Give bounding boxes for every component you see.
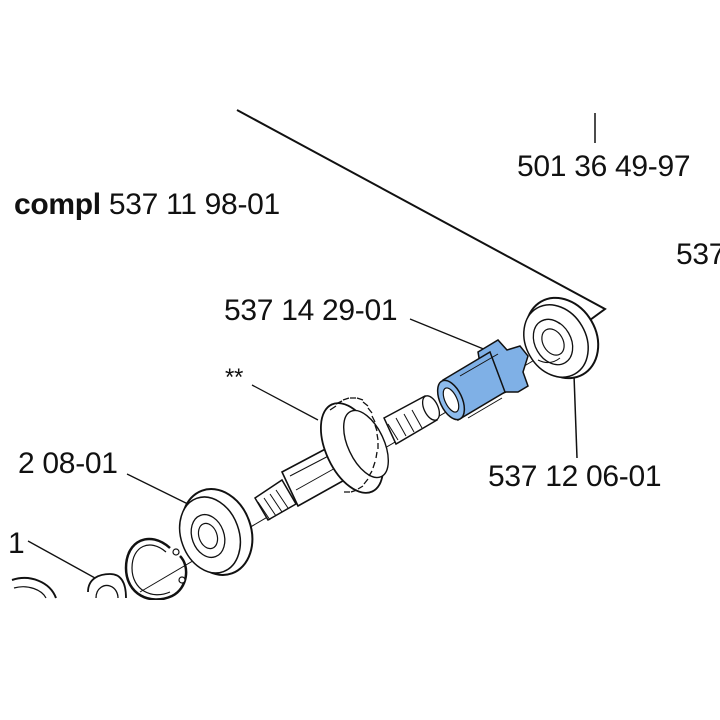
circlip <box>124 537 188 601</box>
compl-part-number: 537 11 98-01 <box>108 188 280 221</box>
right-ball-bearing <box>523 296 600 380</box>
left-ball-bearing <box>178 488 254 576</box>
assembly-label: compl 537 11 98-01 <box>14 190 280 220</box>
leader-2-08-01 <box>126 473 197 509</box>
small-sleeve <box>87 573 127 599</box>
cut-ring <box>11 577 57 599</box>
part-number-2-08-01: 2 08-01 <box>18 447 118 480</box>
part-number-cut-left: 1 <box>8 527 25 560</box>
highlighted-bushing <box>436 339 529 422</box>
double-star-label: ** <box>225 364 244 391</box>
part-number-501-36-49-97: 501 36 49-97 <box>517 150 691 183</box>
leader-star <box>251 384 319 421</box>
part-number-cut-right: 537 <box>676 238 720 271</box>
leader-537-12-06-01 <box>573 374 578 459</box>
leader-1 <box>27 540 96 579</box>
housing-outline <box>236 109 607 321</box>
compl-word: compl <box>14 188 101 221</box>
part-number-537-14-29-01: 537 14 29-01 <box>224 294 398 327</box>
leader-537-14-29-01 <box>409 318 487 351</box>
part-number-537-12-06-01: 537 12 06-01 <box>488 460 662 493</box>
bevel-gear <box>320 397 390 494</box>
